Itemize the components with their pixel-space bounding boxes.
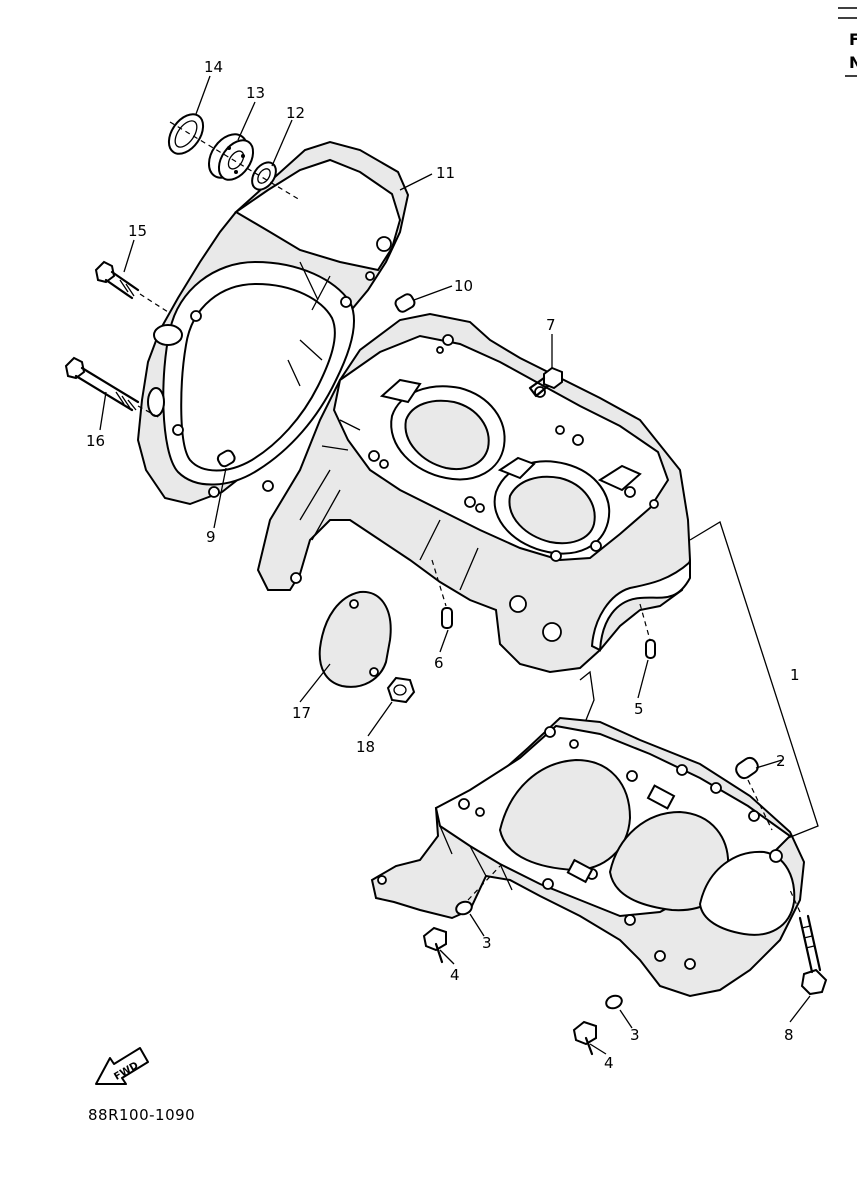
callout-12: 12 bbox=[286, 104, 305, 122]
callout-6: 6 bbox=[434, 654, 444, 672]
callout-16: 16 bbox=[86, 432, 105, 450]
callout-4a: 4 bbox=[450, 966, 460, 984]
fwd-arrow-icon: FWD bbox=[95, 1047, 149, 1085]
corner-mark-f: F bbox=[849, 30, 857, 49]
callout-8: 8 bbox=[784, 1026, 794, 1044]
diagram-code: 88R100-1090 bbox=[88, 1106, 195, 1124]
pin-parts-5-6 bbox=[431, 559, 656, 659]
corner-marks: F N bbox=[838, 7, 857, 77]
leader-lines bbox=[99, 75, 811, 1055]
callout-11: 11 bbox=[436, 164, 455, 182]
callout-7: 7 bbox=[546, 316, 556, 334]
callout-3a: 3 bbox=[482, 934, 492, 952]
cover-plate-17 bbox=[318, 590, 392, 688]
callout-17: 17 bbox=[292, 704, 311, 722]
lower-fasteners bbox=[422, 756, 828, 1056]
callout-18: 18 bbox=[356, 738, 375, 756]
upper-crankcase bbox=[256, 312, 692, 674]
group-bracket-1 bbox=[689, 521, 819, 839]
callout-15: 15 bbox=[128, 222, 147, 240]
seal-bearing-set bbox=[167, 113, 301, 201]
corner-mark-n: N bbox=[849, 53, 857, 72]
dowel-pins bbox=[216, 293, 416, 468]
callout-10: 10 bbox=[454, 277, 473, 295]
callout-labels: 14 13 12 11 15 10 7 16 9 6 1 5 17 18 2 3… bbox=[86, 58, 800, 1072]
callout-1: 1 bbox=[790, 666, 800, 684]
callout-2: 2 bbox=[776, 752, 786, 770]
callout-5: 5 bbox=[634, 700, 644, 718]
callout-14: 14 bbox=[204, 58, 223, 76]
callout-4b: 4 bbox=[604, 1054, 614, 1072]
drain-plug-18 bbox=[386, 676, 416, 704]
flywheel-cover-part bbox=[136, 140, 410, 506]
callout-13: 13 bbox=[246, 84, 265, 102]
callout-3b: 3 bbox=[630, 1026, 640, 1044]
bolt-parts-15-16 bbox=[64, 260, 169, 419]
callout-9: 9 bbox=[206, 528, 216, 546]
lower-crankcase bbox=[370, 716, 806, 998]
